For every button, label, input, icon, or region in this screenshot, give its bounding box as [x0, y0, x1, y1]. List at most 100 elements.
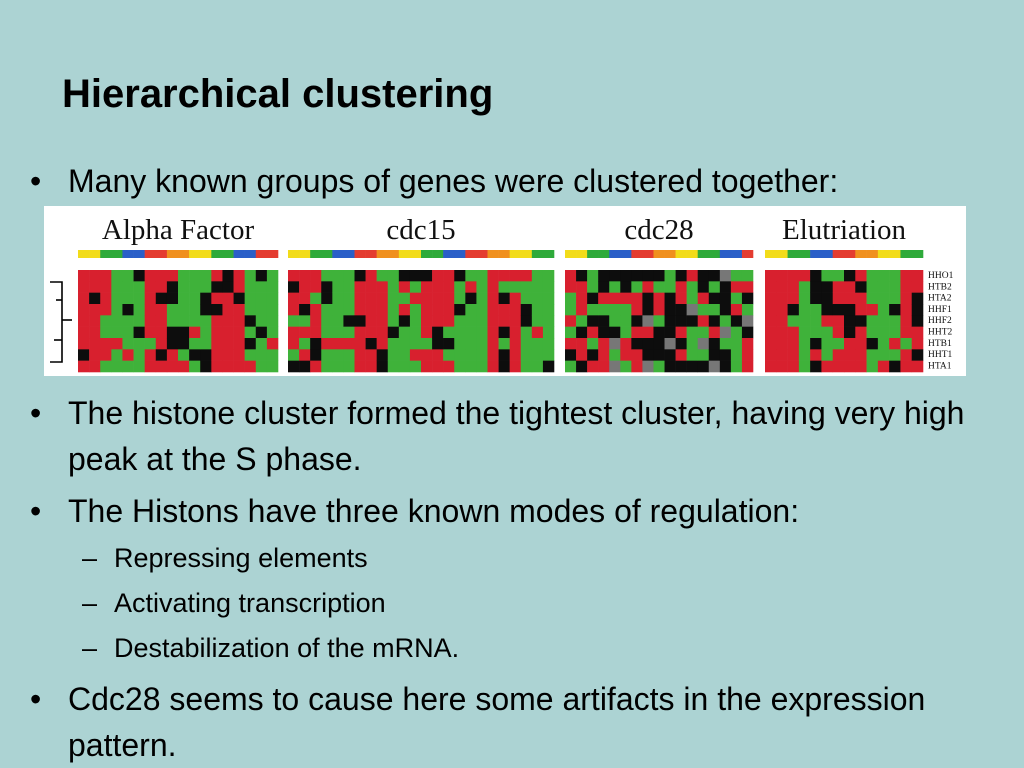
heat-cell	[266, 270, 279, 282]
heat-cell	[409, 281, 422, 293]
heat-cell	[332, 349, 344, 361]
heat-cell	[498, 304, 510, 316]
heat-cell	[200, 315, 212, 327]
heat-cell	[741, 304, 754, 316]
heat-cell	[465, 315, 477, 327]
phase-bar-segment	[708, 250, 721, 258]
heat-cell	[255, 292, 268, 305]
heat-cell	[509, 270, 522, 282]
heat-cell	[520, 338, 533, 350]
heat-cell	[376, 304, 389, 316]
heat-cell	[89, 304, 101, 316]
heat-cell	[765, 338, 777, 350]
heat-cell	[866, 270, 879, 282]
heat-cell	[798, 338, 811, 350]
heat-cell	[520, 292, 533, 305]
heat-cell	[542, 360, 555, 373]
phase-bar-segment	[465, 250, 477, 258]
heat-cell	[697, 281, 710, 293]
heat-cell	[576, 315, 588, 327]
heat-cell	[354, 270, 366, 282]
heat-cell	[576, 360, 588, 373]
heat-cell	[244, 349, 257, 361]
heat-cell	[844, 281, 856, 293]
heat-cell	[409, 360, 422, 373]
heat-cell	[542, 270, 555, 282]
heat-cell	[166, 292, 179, 305]
heat-cell	[487, 281, 499, 293]
heat-cell	[598, 360, 610, 373]
phase-bar-segment	[487, 250, 499, 258]
heat-cell	[866, 360, 879, 373]
heat-cell	[310, 304, 322, 316]
heat-cell	[122, 292, 134, 305]
bullet-1: • Many known groups of genes were cluste…	[30, 158, 990, 204]
heat-cell	[321, 281, 333, 293]
heat-cell	[443, 315, 455, 327]
heat-cell	[144, 360, 157, 373]
heat-cell	[598, 270, 610, 282]
phase-bar-segment	[111, 250, 123, 258]
heat-cell	[266, 304, 279, 316]
heat-cell	[398, 270, 411, 282]
heat-cell	[310, 315, 322, 327]
heat-cell	[354, 281, 366, 293]
heat-cell	[133, 281, 145, 293]
heat-cell	[288, 292, 300, 305]
gene-label: HTA2	[928, 294, 952, 304]
heat-cell	[310, 281, 322, 293]
heat-cell	[509, 338, 522, 350]
heat-cell	[144, 270, 157, 282]
heat-cell	[432, 360, 444, 373]
heat-cell	[144, 326, 157, 339]
heat-cell	[855, 270, 867, 282]
phase-bar-segment	[832, 250, 845, 258]
phase-bar-segment	[620, 250, 632, 258]
heat-cell	[821, 360, 834, 373]
heat-cell	[100, 326, 112, 339]
heat-cell	[741, 326, 754, 339]
phase-bar-segment	[776, 250, 788, 258]
heat-cell	[432, 292, 444, 305]
heat-cell	[111, 304, 123, 316]
heat-cell	[787, 315, 800, 327]
heat-cell	[266, 360, 279, 373]
heat-cell	[343, 292, 355, 305]
heat-cell	[409, 270, 422, 282]
heat-cell	[465, 349, 477, 361]
sub-bullet-3: – Destabilization of the mRNA.	[82, 631, 982, 665]
heat-cell	[387, 349, 400, 361]
heat-cell	[810, 270, 822, 282]
heat-cell	[498, 360, 510, 373]
heat-cell	[730, 270, 743, 282]
heat-cell	[708, 281, 721, 293]
phase-bar-segment	[576, 250, 588, 258]
heat-cell	[244, 338, 257, 350]
heat-cell	[741, 315, 754, 327]
heat-cell	[741, 360, 754, 373]
heat-cell	[719, 270, 732, 282]
heat-cell	[89, 270, 101, 282]
heat-cell	[686, 304, 699, 316]
heat-cell	[531, 326, 544, 339]
bullet-4-text: Cdc28 seems to cause here some artifacts…	[68, 681, 926, 763]
heat-cell	[255, 338, 268, 350]
gene-label: HHO1	[928, 271, 954, 281]
heat-cell	[765, 315, 777, 327]
heat-cell	[222, 292, 234, 305]
heat-cell	[476, 281, 488, 293]
phase-bar-segment	[288, 250, 300, 258]
heat-cell	[288, 315, 300, 327]
heat-cell	[531, 270, 544, 282]
heat-cell	[900, 315, 913, 327]
slide-title: Hierarchical clustering	[62, 72, 494, 116]
heat-cell	[889, 304, 901, 316]
heat-cell	[832, 360, 845, 373]
heat-cell	[111, 281, 123, 293]
phase-bar-segment	[78, 250, 90, 258]
phase-bar-segment	[631, 250, 643, 258]
heat-cell	[855, 292, 867, 305]
heat-cell	[78, 338, 90, 350]
sub-marker: –	[82, 588, 98, 618]
